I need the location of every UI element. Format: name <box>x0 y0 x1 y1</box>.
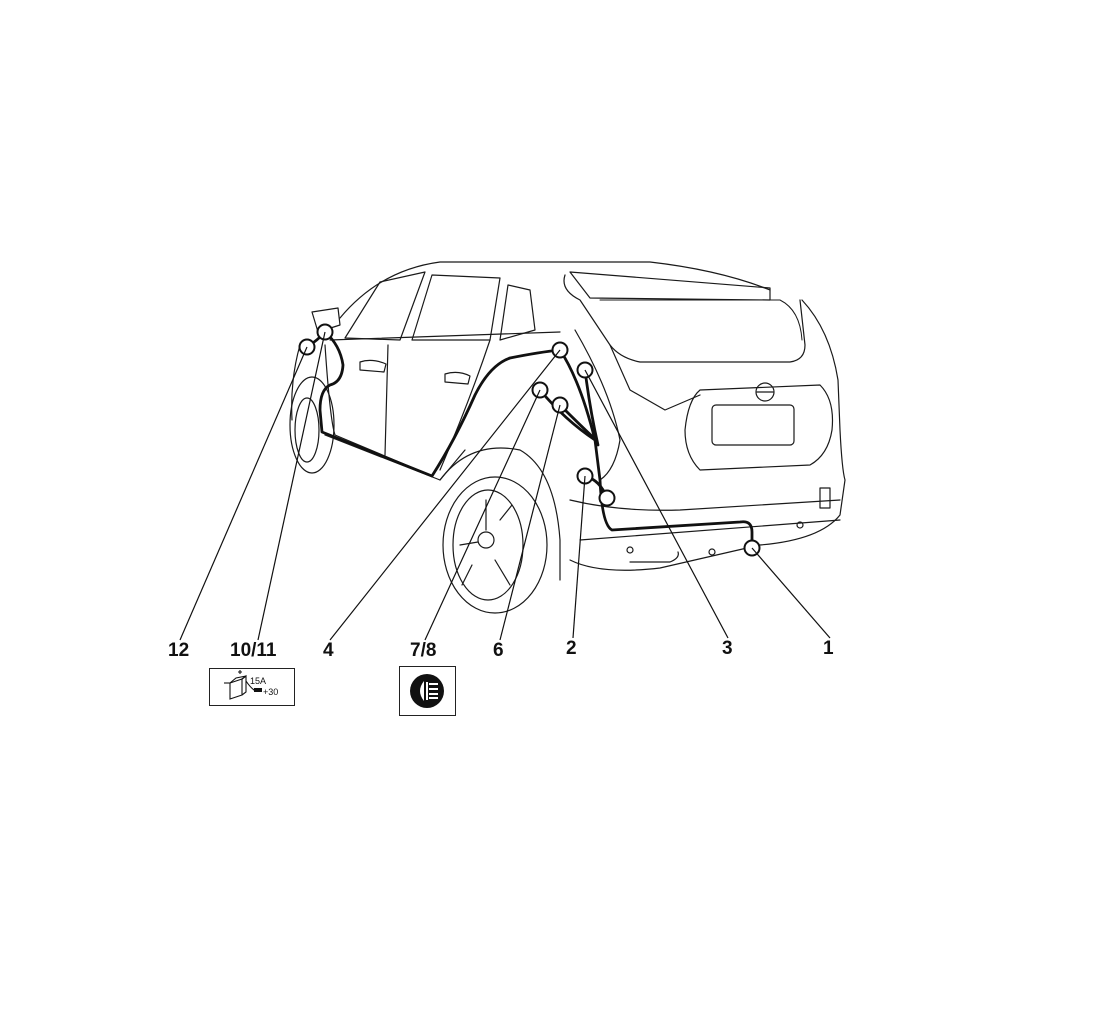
callout-1: 1 <box>823 638 834 659</box>
rear-fog-lamp-icon <box>410 674 444 708</box>
callout-4: 4 <box>323 640 334 661</box>
callout-10-11: 10/11 <box>230 640 277 661</box>
callout-3: 3 <box>722 638 733 659</box>
callout-12: 12 <box>168 640 190 661</box>
battery-fuse-icon: 15A +30 <box>224 670 278 700</box>
fog-lamp-box <box>399 666 456 716</box>
fuse-box: 15A +30 <box>209 668 295 706</box>
callout-2: 2 <box>566 638 577 659</box>
callout-7-8: 7/8 <box>410 640 437 661</box>
fuse-terminal: +30 <box>263 687 278 697</box>
fuse-rating: 15A <box>250 676 266 686</box>
connector-tail <box>598 489 616 507</box>
callout-6: 6 <box>493 640 504 661</box>
